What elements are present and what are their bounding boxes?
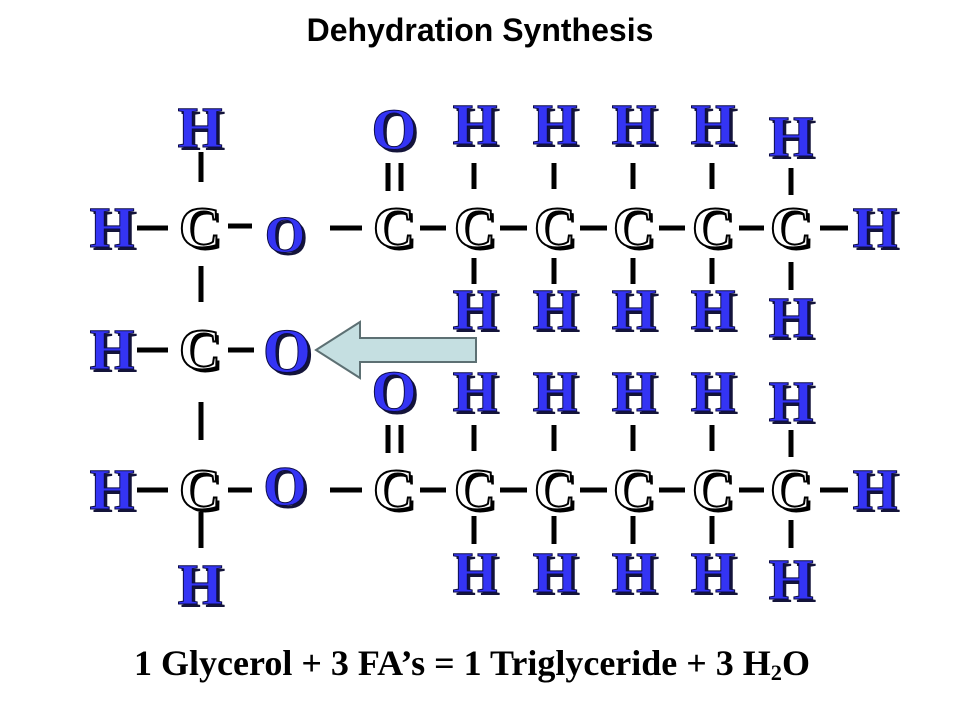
fatty-acid-1-carbon-1: C [372,195,416,260]
fatty-acid-2-bottom-hydrogen-3: H [611,540,657,605]
glycerol-hydrogen-3: H [89,457,135,522]
fatty-acid-1-bottom-hydrogen-1: H [452,277,498,342]
fatty-acid-1-top-hydrogen-4: H [690,92,736,157]
fatty-acid-2-top-hydrogen-4: H [690,359,736,424]
fatty-acid-2-top-hydrogen-5: H [768,369,814,434]
fatty-acid-2-terminal-hydrogen: H [852,457,898,522]
fatty-acid-1-carbon-3: C [533,195,577,260]
reaction-arrow [314,320,477,380]
fatty-acid-1-top-hydrogen-5: H [768,104,814,169]
fatty-acid-2-top-hydrogen-3: H [611,359,657,424]
fatty-acid-2-carbon-3: C [533,457,577,522]
fatty-acid-2-carbon-4: C [612,457,656,522]
fatty-acid-1-top-hydrogen-3: H [611,92,657,157]
equation-tail: O [781,643,810,683]
fatty-acid-1-bottom-hydrogen-5: H [768,285,814,350]
fatty-acid-1-carbon-5: C [691,195,735,260]
glycerol-oxygen-3: O [263,456,308,518]
fatty-acid-2-carbon-2: C [453,457,497,522]
fatty-acid-2-bottom-hydrogen-2: H [532,540,578,605]
fatty-acid-1-bonds [330,163,848,290]
fatty-acid-2-top-hydrogen-1: H [452,359,498,424]
glycerol-carbon-3: C [178,457,222,522]
fatty-acid-1-terminal-hydrogen: H [852,195,898,260]
equation-text: 1 Glycerol + 3 FA’s = 1 Triglyceride + 3… [134,643,771,683]
fatty-acid-2-carbon-5: C [691,457,735,522]
fatty-acid-1-carbon-2: C [453,195,497,260]
fatty-acid-1-bottom-hydrogen-3: H [611,277,657,342]
fatty-acid-2-bottom-hydrogen-5: H [768,547,814,612]
fatty-acid-1-carbon-6: C [769,195,813,260]
glycerol-carbon-2: C [178,317,222,382]
glycerol-hydrogen-1: H [89,195,135,260]
fatty-acid-1-carbon-4: C [612,195,656,260]
glycerol-top-hydrogen: H [177,95,223,160]
fatty-acid-1-carbonyl-oxygen: O [371,97,417,162]
equation-subscript: 2 [770,659,782,685]
fatty-acid-1-top-hydrogen-1: H [452,92,498,157]
glycerol-hydrogen-2: H [89,317,135,382]
fatty-acid-1-bottom-hydrogen-2: H [532,277,578,342]
glycerol-bottom-hydrogen: H [177,552,223,617]
fatty-acid-2-carbonyl-oxygen: O [371,359,417,424]
fatty-acid-2-bonds [330,425,848,548]
reaction-equation: 1 Glycerol + 3 FA’s = 1 Triglyceride + 3… [134,643,810,684]
glycerol-oxygen-2: O [262,318,312,386]
fatty-acid-2-carbon-1: C [372,457,416,522]
glycerol-bonds [137,152,254,548]
fatty-acid-1-top-hydrogen-2: H [532,92,578,157]
glycerol-oxygen-1: O [264,207,306,264]
fatty-acid-2-carbon-6: C [769,457,813,522]
fatty-acid-2-bottom-hydrogen-4: H [690,540,736,605]
slide-title: Dehydration Synthesis [306,12,654,48]
glycerol-carbon-1: C [178,195,222,260]
fatty-acid-2-top-hydrogen-2: H [532,359,578,424]
fatty-acid-1-bottom-hydrogen-4: H [690,277,736,342]
fatty-acid-2-bottom-hydrogen-1: H [452,540,498,605]
